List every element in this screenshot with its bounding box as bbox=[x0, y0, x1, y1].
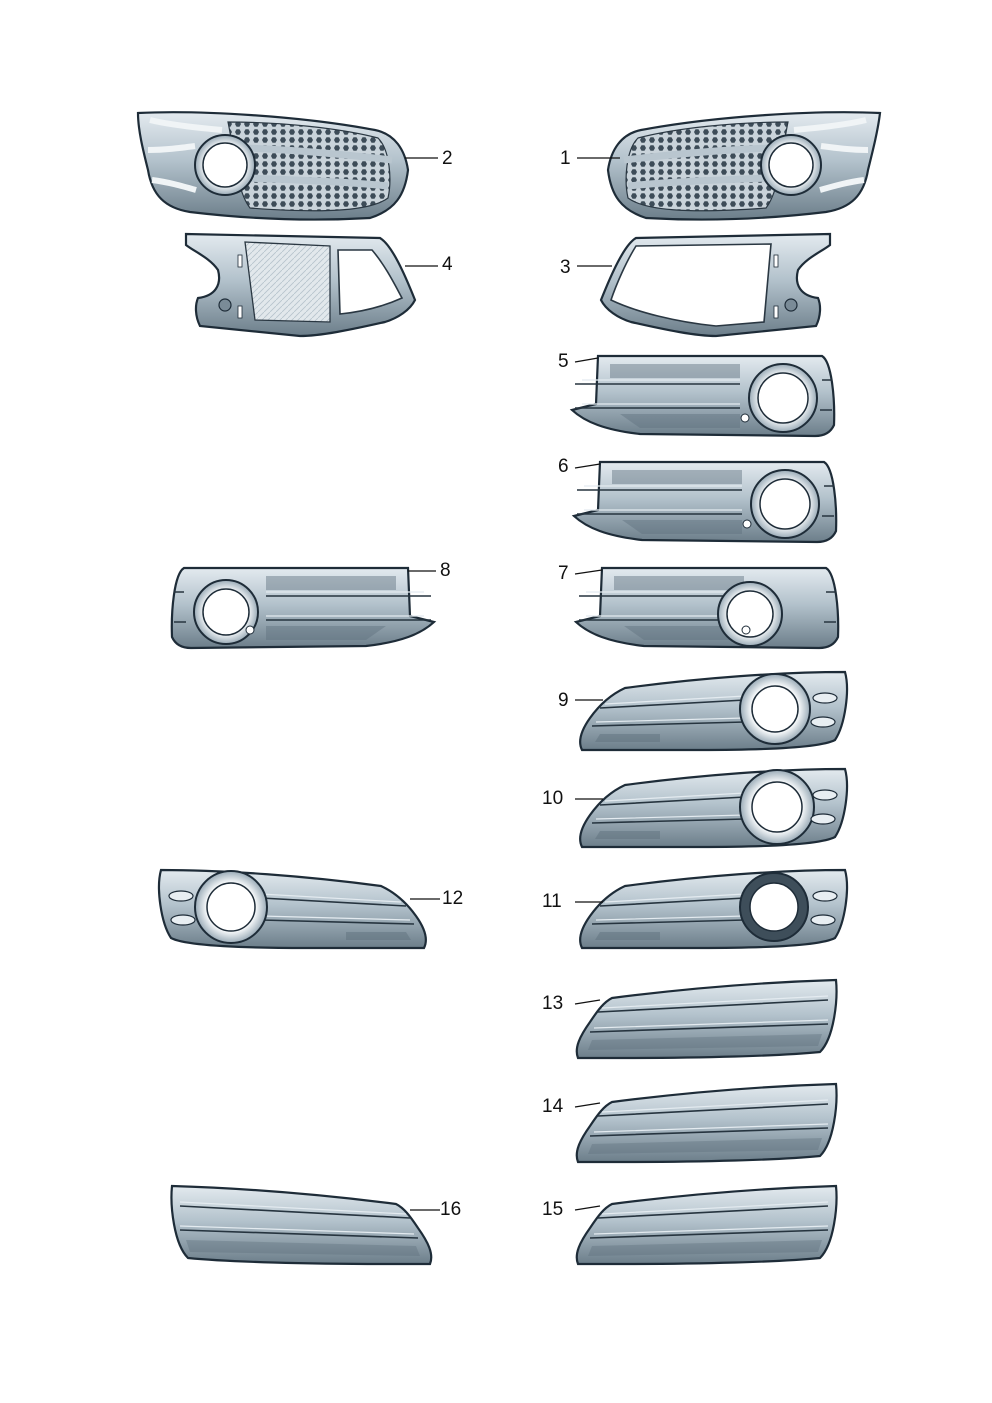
part-11-angled-grille bbox=[579, 868, 849, 950]
callout-4: 4 bbox=[442, 254, 453, 275]
callout-16: 16 bbox=[440, 1199, 461, 1220]
part-2-honeycomb-grille bbox=[136, 111, 410, 221]
leader-7 bbox=[574, 569, 603, 575]
part-7-slat-grille bbox=[573, 566, 840, 650]
part-3-mounting-frame bbox=[599, 232, 832, 338]
part-4-mounting-frame bbox=[184, 232, 417, 338]
part-8-slat-grille bbox=[170, 566, 437, 650]
part-10-angled-grille bbox=[579, 767, 849, 849]
part-14-blank-grille bbox=[575, 1082, 838, 1164]
callout-5: 5 bbox=[558, 351, 569, 372]
leader-13 bbox=[574, 999, 601, 1005]
part-12-angled-grille bbox=[157, 868, 427, 950]
callout-13: 13 bbox=[542, 993, 563, 1014]
part-15-blank-grille bbox=[575, 1184, 838, 1266]
part-16-blank-grille bbox=[170, 1184, 433, 1266]
callout-9: 9 bbox=[558, 690, 569, 711]
leader-15 bbox=[574, 1205, 601, 1211]
part-5-slat-grille bbox=[569, 354, 836, 438]
part-1-honeycomb-grille bbox=[606, 111, 882, 221]
callout-labels: 1 2 3 4 5 6 7 8 9 10 11 12 13 14 15 16 bbox=[440, 148, 571, 1220]
callout-6: 6 bbox=[558, 456, 569, 477]
part-9-angled-grille bbox=[579, 670, 849, 752]
part-6-slat-grille bbox=[571, 460, 838, 544]
callout-14: 14 bbox=[542, 1096, 564, 1117]
callout-15: 15 bbox=[542, 1199, 563, 1220]
leader-14 bbox=[574, 1102, 601, 1108]
callout-3: 3 bbox=[560, 257, 571, 278]
callout-leaders bbox=[405, 157, 620, 1211]
callout-11: 11 bbox=[542, 891, 562, 912]
callout-1: 1 bbox=[560, 148, 571, 169]
callout-2: 2 bbox=[442, 148, 453, 169]
leader-6 bbox=[574, 463, 601, 469]
leader-5 bbox=[574, 357, 599, 363]
callout-7: 7 bbox=[558, 563, 569, 584]
callout-8: 8 bbox=[440, 560, 451, 581]
callout-12: 12 bbox=[442, 888, 463, 909]
part-13-blank-grille bbox=[575, 978, 838, 1060]
callout-10: 10 bbox=[542, 788, 563, 809]
